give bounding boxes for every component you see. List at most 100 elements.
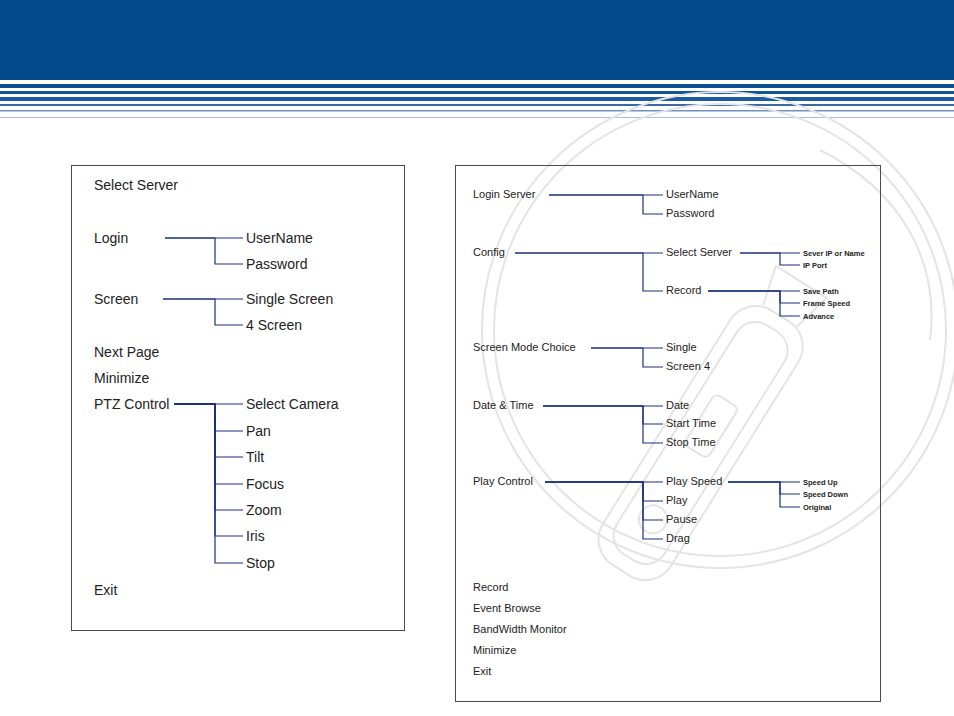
menu-item: Exit xyxy=(94,582,117,599)
menu-item: Play Control xyxy=(473,475,533,488)
tree-connector xyxy=(549,195,663,214)
menu-item: Drag xyxy=(666,532,690,545)
menu-label: Exit xyxy=(94,582,117,599)
menu-label: Sever IP or Name xyxy=(803,249,865,258)
menu-label: Minimize xyxy=(473,644,516,657)
menu-item: Select Server xyxy=(666,246,732,259)
menu-item: Pause xyxy=(666,513,697,526)
header-stripe xyxy=(0,91,954,94)
menu-item: Stop Time xyxy=(666,436,716,449)
menu-label: Single Screen xyxy=(246,291,333,308)
menu-item: Stop xyxy=(246,555,275,572)
tree-connector xyxy=(728,482,800,507)
menu-item: Config xyxy=(473,246,505,259)
tree-connector xyxy=(163,299,243,325)
tree-connector xyxy=(708,291,800,303)
menu-label: Pause xyxy=(666,513,697,526)
menu-item: Play xyxy=(666,494,687,507)
menu-label: Save Path xyxy=(803,287,839,296)
menu-item: UserName xyxy=(666,188,719,201)
menu-label: Start Time xyxy=(666,417,716,430)
tree-connector xyxy=(174,404,243,510)
menu-item: Save Path xyxy=(803,287,839,296)
menu-item: Frame Speed xyxy=(803,299,850,308)
menu-label: Original xyxy=(803,503,831,512)
header-stripe xyxy=(0,104,954,106)
menu-label: Speed Down xyxy=(803,490,848,499)
menu-label: Login xyxy=(94,230,128,247)
menu-item: Password xyxy=(246,256,307,273)
tree-connector xyxy=(545,482,663,501)
menu-label: Select Server xyxy=(94,177,178,194)
menu-item: Screen Mode Choice xyxy=(473,341,576,354)
tree-connector xyxy=(543,406,663,424)
tree-connector xyxy=(174,404,243,484)
menu-item: Exit xyxy=(473,665,491,678)
menu-label: Next Page xyxy=(94,344,159,361)
menu-item: IP Port xyxy=(803,261,827,270)
menu-item: Sever IP or Name xyxy=(803,249,865,258)
menu-label: Password xyxy=(666,207,714,220)
menu-label: Screen Mode Choice xyxy=(473,341,576,354)
menu-label: Advance xyxy=(803,312,834,321)
tree-connector xyxy=(174,404,243,431)
header-stripe xyxy=(0,97,954,101)
menu-item: Record xyxy=(666,284,701,297)
tree-connector xyxy=(545,482,663,539)
menu-label: Select Server xyxy=(666,246,732,259)
menu-item: Login Server xyxy=(473,188,535,201)
menu-panel: Select ServerLogin UserNamePasswordScreen… xyxy=(71,165,405,631)
menu-item: Original xyxy=(803,503,831,512)
menu-label: Password xyxy=(246,256,307,273)
menu-item: Screen 4 xyxy=(666,360,710,373)
menu-item: Minimize xyxy=(473,644,516,657)
menu-label: PTZ Control xyxy=(94,396,169,413)
menu-label: Focus xyxy=(246,476,284,493)
menu-item: Password xyxy=(666,207,714,220)
menu-label: Tilt xyxy=(246,449,264,466)
menu-item: Tilt xyxy=(246,449,264,466)
menu-item: Screen xyxy=(94,291,138,308)
tree-connector xyxy=(174,404,243,457)
menu-label: Stop Time xyxy=(666,436,716,449)
menu-item: Select Server xyxy=(94,177,178,194)
tree-connector xyxy=(174,404,243,563)
menu-label: 4 Screen xyxy=(246,317,302,334)
menu-label: Screen 4 xyxy=(666,360,710,373)
menu-item: Start Time xyxy=(666,417,716,430)
menu-label: Frame Speed xyxy=(803,299,850,308)
menu-item: UserName xyxy=(246,230,313,247)
menu-label: Minimize xyxy=(94,370,149,387)
menu-label: Play Control xyxy=(473,475,533,488)
tree-connector xyxy=(545,482,663,520)
menu-item: Date & Time xyxy=(473,399,534,412)
menu-label: Iris xyxy=(246,528,265,545)
menu-label: Record xyxy=(473,581,508,594)
menu-label: Stop xyxy=(246,555,275,572)
tree-connector xyxy=(543,406,663,443)
header-stripe xyxy=(0,117,954,118)
header-stripe xyxy=(0,84,954,88)
menu-item: Single Screen xyxy=(246,291,333,308)
menu-label: IP Port xyxy=(803,261,827,270)
menu-item: PTZ Control xyxy=(94,396,169,413)
menu-item: Zoom xyxy=(246,502,282,519)
menu-label: Pan xyxy=(246,423,271,440)
menu-item: Focus xyxy=(246,476,284,493)
menu-item: Single xyxy=(666,341,697,354)
menu-item: Speed Down xyxy=(803,490,848,499)
menu-label: Date & Time xyxy=(473,399,534,412)
menu-label: UserName xyxy=(246,230,313,247)
menu-label: Select Camera xyxy=(246,396,339,413)
menu-item: Next Page xyxy=(94,344,159,361)
menu-label: Record xyxy=(666,284,701,297)
menu-item: Pan xyxy=(246,423,271,440)
menu-item: Record xyxy=(473,581,508,594)
tree-connector xyxy=(591,348,663,367)
menu-item: Minimize xyxy=(94,370,149,387)
tree-connector xyxy=(515,253,663,291)
tree-connector xyxy=(740,253,800,265)
menu-label: Drag xyxy=(666,532,690,545)
header-band xyxy=(0,0,954,80)
tree-connector xyxy=(708,291,800,316)
